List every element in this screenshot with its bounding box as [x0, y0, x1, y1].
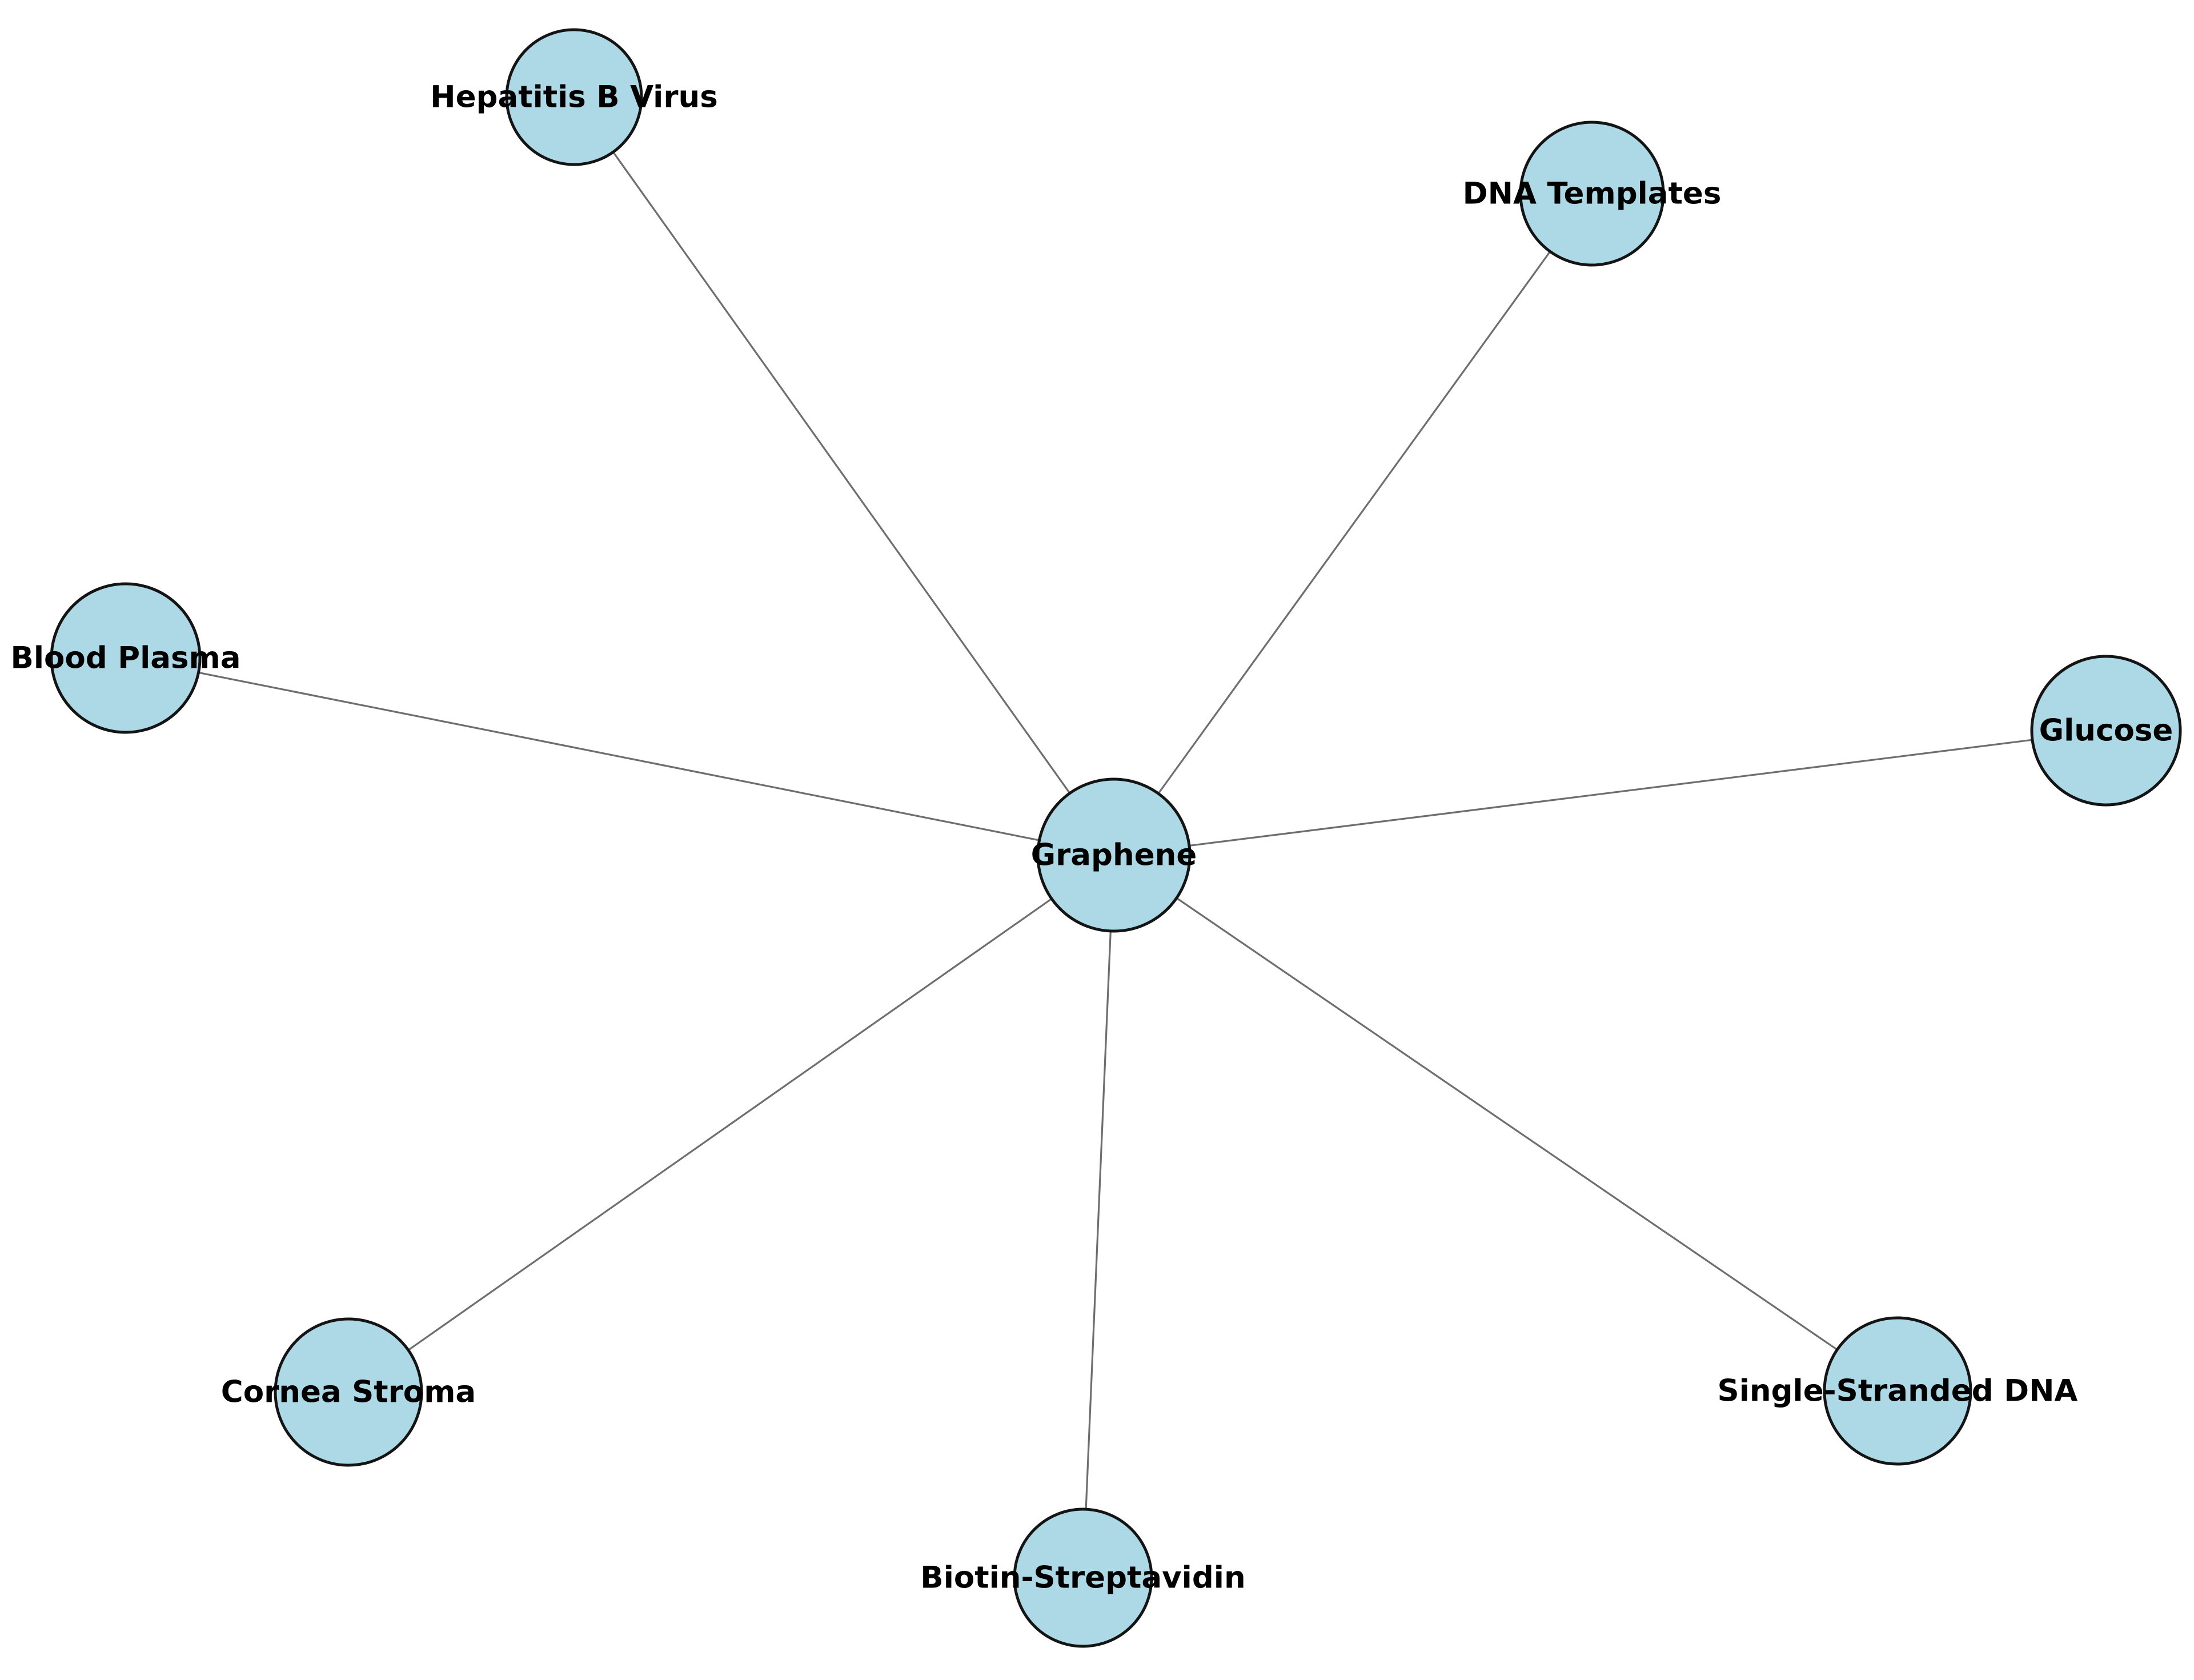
node-dna-templates[interactable]	[1519, 121, 1665, 267]
node-glucose[interactable]	[2030, 655, 2182, 807]
node-label-hepatitis-b-virus: Hepatitis B Virus	[430, 80, 718, 115]
node-label-blood-plasma: Blood Plasma	[10, 641, 240, 676]
node-biotin-streptavidin[interactable]	[1013, 1507, 1153, 1648]
node-single-stranded-dna[interactable]	[1823, 1316, 1972, 1466]
node-label-single-stranded-dna: Single-Stranded DNA	[1718, 1374, 2078, 1409]
edge-graphene-to-hepatitis-b-virus	[612, 151, 1071, 795]
node-graphene[interactable]	[1036, 777, 1192, 933]
edge-graphene-to-cornea-stroma	[407, 897, 1053, 1352]
node-blood-plasma[interactable]	[50, 582, 202, 734]
edge-graphene-to-biotin-streptavidin	[1085, 930, 1112, 1510]
nodes-layer	[50, 28, 2182, 1648]
node-label-glucose: Glucose	[2039, 713, 2173, 748]
edges-layer	[198, 151, 2033, 1510]
node-label-biotin-streptavidin: Biotin-Streptavidin	[920, 1561, 1245, 1595]
edge-graphene-to-single-stranded-dna	[1176, 897, 1839, 1351]
edge-graphene-to-glucose	[1188, 739, 2033, 847]
node-label-cornea-stroma: Cornea Stroma	[221, 1375, 476, 1410]
node-label-dna-templates: DNA Templates	[1463, 177, 1722, 211]
edge-graphene-to-blood-plasma	[198, 671, 1040, 841]
edge-graphene-to-dna-templates	[1157, 250, 1551, 795]
node-cornea-stroma[interactable]	[274, 1317, 423, 1467]
node-label-graphene: Graphene	[1031, 838, 1197, 873]
node-hepatitis-b-virus[interactable]	[505, 28, 643, 166]
